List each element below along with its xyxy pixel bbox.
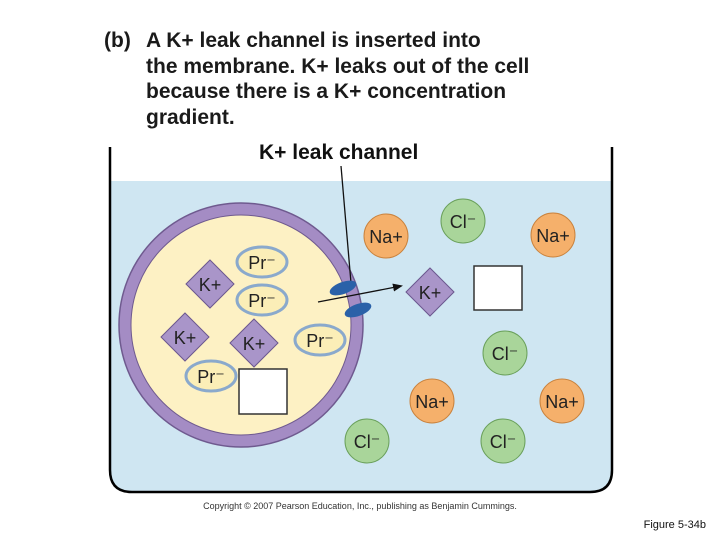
intracellular-empty-box: [238, 368, 288, 415]
leak-channel-pointer: [340, 165, 352, 284]
sodium-ion-2: Na+: [530, 212, 576, 258]
sodium-ion-3: Na+: [409, 378, 455, 424]
sodium-ion-2-label: Na+: [536, 226, 570, 246]
protein-anion-bottom: Pr⁻: [184, 359, 238, 393]
potassium-ion-top: K+: [185, 259, 235, 309]
leaked-potassium-ion: K+: [405, 267, 455, 317]
beaker-outline: [108, 147, 614, 494]
protein-anion-middle: Pr⁻: [235, 283, 289, 317]
caption-line-1: A K+ leak channel is inserted into: [146, 29, 481, 52]
protein-anion-right-label: Pr⁻: [306, 331, 334, 351]
chloride-ion-3: Cl⁻: [344, 418, 390, 464]
leak-channel-label: K+ leak channel: [259, 141, 419, 164]
chloride-ion-2: Cl⁻: [482, 330, 528, 376]
leak-channel-protein-bottom: [344, 302, 372, 318]
potassium-efflux-arrow: [317, 283, 403, 303]
protein-anion-middle-label: Pr⁻: [248, 291, 276, 311]
sodium-ion-4-label: Na+: [545, 392, 579, 412]
protein-anion-right: Pr⁻: [293, 323, 347, 357]
caption-line-3: because there is a K+ concentration: [146, 80, 507, 103]
caption-line-4: gradient.: [146, 105, 235, 129]
potassium-ion-center-label: K+: [243, 334, 266, 354]
sodium-ion-4: Na+: [539, 378, 585, 424]
potassium-ion-center: K+: [229, 318, 279, 368]
chloride-ion-1-label: Cl⁻: [450, 212, 477, 232]
caption-tag: (b): [104, 29, 131, 52]
potassium-ion-left-label: K+: [174, 328, 197, 348]
potassium-ion-left: K+: [160, 312, 210, 362]
chloride-ion-2-label: Cl⁻: [492, 344, 519, 364]
chloride-ion-4: Cl⁻: [480, 418, 526, 464]
chloride-ion-3-label: Cl⁻: [354, 432, 381, 452]
chloride-ion-4-label: Cl⁻: [490, 432, 517, 452]
protein-anion-bottom-label: Pr⁻: [197, 367, 225, 387]
sodium-ion-1-label: Na+: [369, 227, 403, 247]
sodium-ion-1: Na+: [363, 213, 409, 259]
potassium-ion-top-label: K+: [199, 275, 222, 295]
sodium-ion-3-label: Na+: [415, 392, 449, 412]
protein-anion-top: Pr⁻: [235, 245, 289, 279]
caption-line-2: the membrane. K+ leaks out of the cell: [146, 54, 530, 78]
extracellular-empty-box: [473, 265, 523, 311]
protein-anion-top-label: Pr⁻: [248, 253, 276, 273]
leak-channel-protein-top: [329, 280, 357, 296]
figure-number: Figure 5-34b: [643, 519, 706, 531]
leaked-potassium-ion-label: K+: [419, 283, 442, 303]
copyright-notice: Copyright © 2007 Pearson Education, Inc.…: [203, 501, 517, 511]
chloride-ion-1: Cl⁻: [440, 198, 486, 244]
